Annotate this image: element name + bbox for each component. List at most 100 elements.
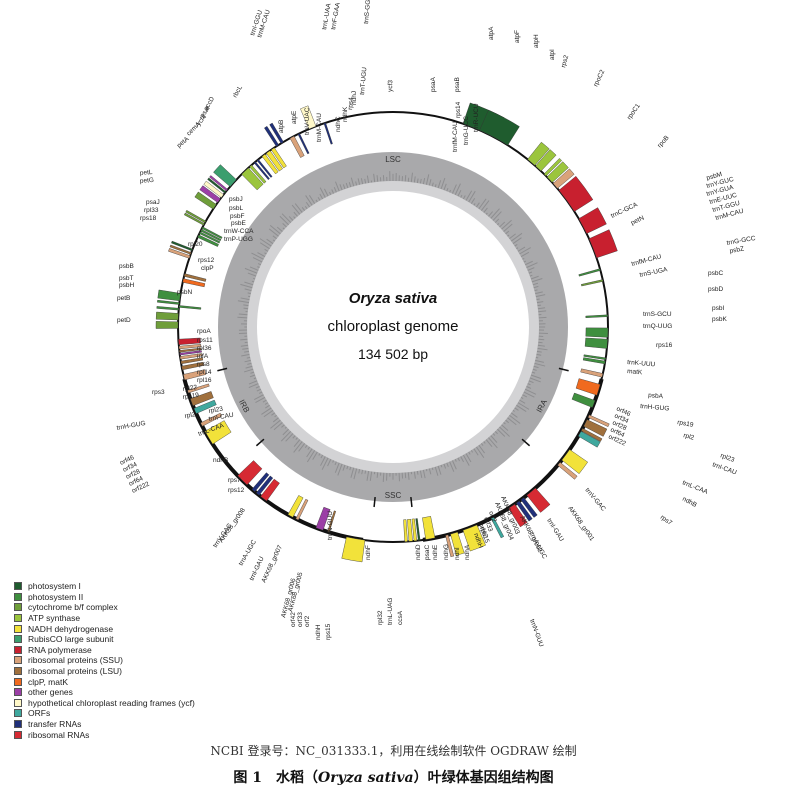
gc-spike [457, 189, 462, 197]
gene-label: trnI-CAU [711, 461, 737, 476]
gc-spike [243, 368, 254, 373]
gene-label: rpl23 [208, 405, 224, 414]
gene-label: AKK68_gr001 [566, 505, 595, 542]
gene-psbM [578, 268, 601, 277]
gc-spike [520, 396, 524, 399]
gene-label: ndhG [443, 544, 450, 560]
gc-spike [255, 385, 260, 389]
legend-item: ribosomal proteins (SSU) [14, 655, 244, 666]
legend-item: RubisCO large subunit [14, 634, 244, 645]
gc-spike [293, 441, 303, 453]
gc-spike [536, 301, 544, 304]
legend-swatch [14, 667, 22, 676]
gene-atpI [546, 161, 569, 183]
legend-item: transfer RNAs [14, 719, 244, 730]
gene-atpF [535, 149, 557, 172]
gc-spike [237, 300, 250, 304]
gc-spike [465, 453, 472, 463]
gc-spike [523, 391, 535, 398]
genome-center-title: Oryza sativa chloroplast genome 134 502 … [328, 290, 459, 362]
gc-spike [331, 189, 335, 194]
gc-spike [355, 181, 358, 186]
gc-spike [505, 230, 510, 235]
legend-swatch [14, 635, 22, 644]
gene-label: trnW-CCA [224, 228, 254, 235]
gc-spike [281, 424, 285, 428]
gene-psbB [157, 289, 181, 302]
gc-spike [422, 469, 426, 479]
gc-spike [247, 292, 251, 295]
gc-spike [301, 207, 306, 212]
gene-label: trnI-GAU [545, 517, 565, 543]
gc-content-ring [218, 152, 568, 502]
gc-spike [534, 362, 546, 367]
gene-accD [209, 175, 228, 192]
gc-spike [382, 472, 385, 482]
gene-label: psbC [708, 270, 723, 277]
gene-ycf4 [203, 180, 224, 198]
gene-label: trnV-GAC [583, 487, 606, 513]
gene-label: trnS-UGA [639, 266, 669, 279]
gene-label: rpl33 [144, 207, 159, 214]
gc-spike [449, 189, 452, 193]
gene-label: rps12 [228, 487, 245, 494]
caption-suffix: ）叶绿体基因组结构图 [413, 770, 554, 786]
gc-spike [475, 202, 480, 208]
legend-swatch [14, 677, 22, 686]
gene-label: rpl2 [682, 432, 695, 442]
gc-spike [499, 221, 506, 228]
legend-label: ATP synthase [28, 613, 81, 624]
gene-label: trnV-GAC [212, 522, 234, 549]
gene-trnIb [255, 475, 274, 496]
gene-label: rps14 [455, 101, 462, 118]
gene-label: psaB [454, 77, 461, 92]
gene-label: clpP [201, 265, 214, 272]
gc-spike [536, 353, 542, 356]
gene-label: trnG-UCC [463, 116, 470, 145]
gc-spike [282, 227, 285, 230]
gc-spike [473, 203, 476, 206]
gene-label: petN [630, 215, 646, 227]
gc-spike [413, 471, 416, 479]
gene-psaJ [171, 240, 193, 252]
gene-ndhG [407, 518, 413, 542]
gc-spike [514, 407, 519, 411]
gc-spike [510, 232, 523, 242]
gene-atpB [241, 167, 264, 191]
gene-label: rpl23 [719, 452, 735, 464]
gc-spike [266, 238, 274, 245]
gc-spike [318, 453, 321, 456]
gene-psbA [571, 392, 596, 408]
gc-spike [305, 195, 313, 206]
gc-spike [333, 187, 337, 193]
gc-spike [440, 177, 446, 190]
gc-spike [527, 267, 535, 271]
gc-spike [244, 288, 252, 292]
gc-spike [516, 404, 527, 412]
gc-spike [293, 211, 298, 217]
gc-spike [280, 430, 292, 442]
gc-spike [532, 368, 537, 371]
gene-label: rpl20 [188, 241, 203, 248]
gc-spike [454, 458, 457, 462]
gc-spike [244, 267, 258, 274]
gene-label: orf2 [304, 615, 311, 627]
gene-label: trnV-UAC [304, 107, 311, 135]
legend-label: clpP, matK [28, 676, 69, 687]
gc-spikes [237, 171, 548, 482]
gc-spike [522, 394, 528, 398]
gc-spike [279, 215, 290, 226]
gene-label: ndhB [681, 496, 698, 509]
gene-label: trnH-GUG [116, 420, 146, 432]
gc-spike [488, 437, 498, 449]
gene-atpE [249, 164, 267, 184]
gc-spike [269, 225, 281, 235]
region-boundary-tick [521, 438, 531, 447]
gene-psbZ [585, 314, 608, 318]
gc-spike [257, 266, 260, 269]
gc-spike [524, 260, 533, 266]
legend-label: ribosomal proteins (SSU) [28, 655, 123, 666]
gc-spike [535, 356, 539, 359]
gene-label: psaC [424, 545, 431, 560]
gc-spike [431, 182, 434, 187]
